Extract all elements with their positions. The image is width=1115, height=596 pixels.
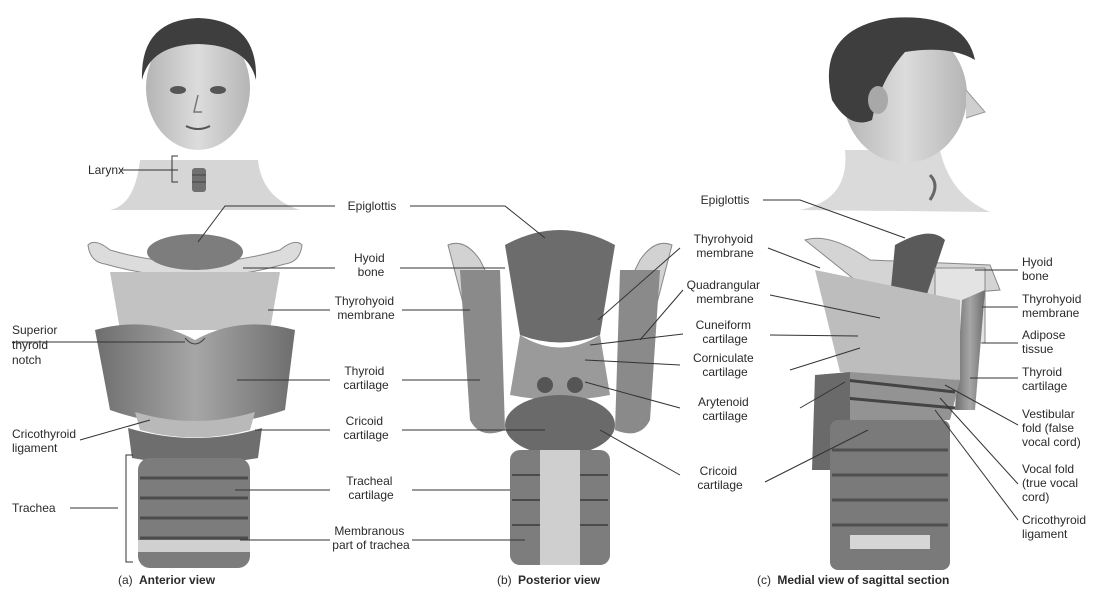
label-cricoid-cartilage-bc: Cricoid cartilage	[697, 464, 743, 492]
label-arytenoid-cartilage: Arytenoid cartilage	[698, 395, 752, 423]
label-cricothyroid-ligament-c: Cricothyroid ligament	[1022, 513, 1089, 541]
anterior-larynx-illustration	[88, 234, 302, 568]
caption-posterior-view: (b) Posterior view	[497, 573, 601, 587]
label-cricothyroid-ligament-a: Cricothyroid ligament	[12, 427, 79, 455]
label-quadrangular-membrane: Quadrangular membrane	[687, 278, 764, 306]
anterior-head-illustration	[110, 18, 300, 210]
label-superior-thyroid-notch: Superior thyroid notch	[12, 323, 61, 367]
label-epiglottis-c: Epiglottis	[701, 193, 750, 207]
label-larynx: Larynx	[88, 163, 124, 177]
posterior-larynx-illustration	[448, 230, 672, 565]
label-thyrohyoid-ab: Thyrohyoid membrane	[335, 294, 398, 322]
label-thyroid-cartilage-ab: Thyroid cartilage	[343, 364, 389, 392]
label-tracheal-cartilage: Tracheal cartilage	[346, 474, 396, 502]
label-thyrohyoid-bc: Thyrohyoid membrane	[694, 232, 757, 260]
label-membranous-trachea: Membranous part of trachea	[332, 524, 410, 552]
lateral-head-illustration	[800, 17, 990, 212]
label-thyroid-cartilage-c: Thyroid cartilage	[1022, 365, 1068, 393]
label-corniculate-cartilage: Corniculate cartilage	[693, 351, 757, 379]
label-adipose-tissue: Adipose tissue	[1022, 328, 1069, 356]
caption-anterior-view: (a) Anterior view	[118, 573, 216, 587]
label-trachea: Trachea	[12, 501, 56, 515]
label-hyoid-bone-ab: Hyoid bone	[354, 251, 388, 279]
label-vocal-fold: Vocal fold (true vocal cord)	[1022, 462, 1081, 504]
label-thyrohyoid-c: Thyrohyoid membrane	[1022, 292, 1085, 320]
label-cuneiform-cartilage: Cuneiform cartilage	[696, 318, 755, 346]
label-epiglottis-ab: Epiglottis	[348, 199, 397, 213]
label-cricoid-cartilage-ab: Cricoid cartilage	[343, 414, 389, 442]
label-hyoid-bone-c: Hyoid bone	[1022, 255, 1056, 283]
caption-medial-view: (c) Medial view of sagittal section	[757, 573, 949, 587]
label-vestibular-fold: Vestibular fold (false vocal cord)	[1022, 407, 1081, 449]
medial-section-illustration	[805, 234, 1000, 570]
